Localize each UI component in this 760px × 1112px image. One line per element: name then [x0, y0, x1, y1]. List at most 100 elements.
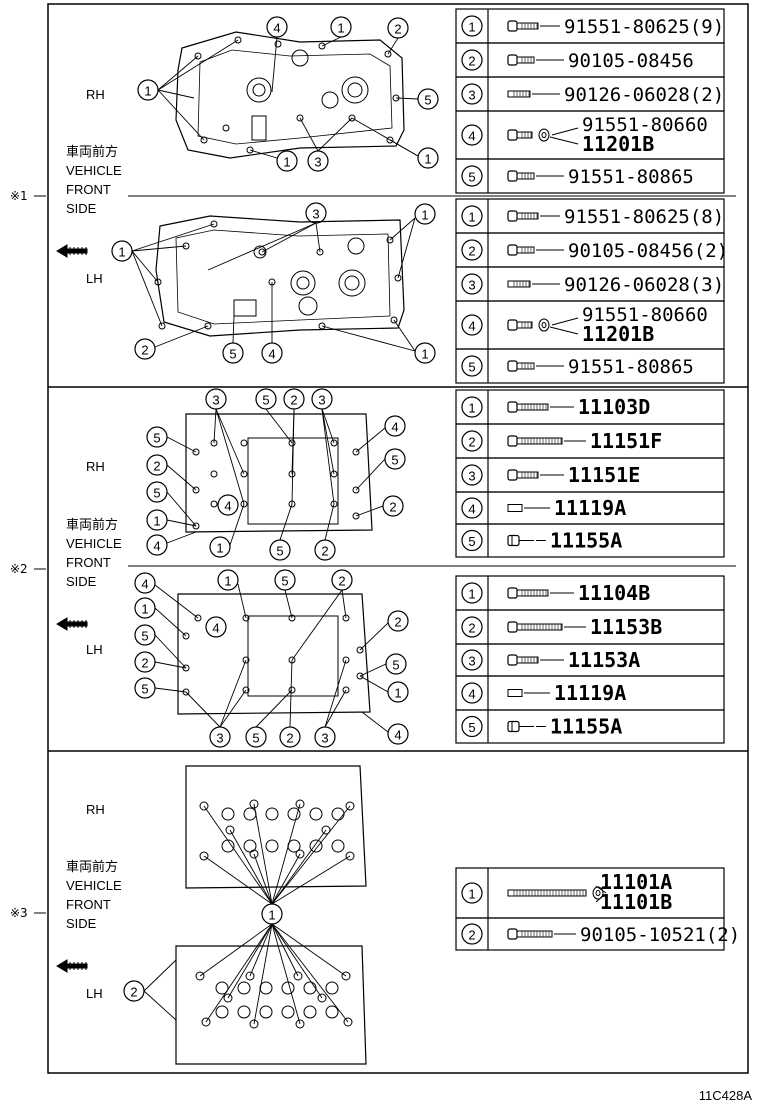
leader-line: [271, 923, 347, 977]
callout-ring: [205, 616, 227, 638]
leader-line: [166, 436, 197, 453]
callout-ring: [384, 415, 406, 437]
bolt-hole: [348, 114, 356, 122]
bolt-icon: [507, 469, 539, 481]
row-callout: 1: [461, 582, 483, 604]
bolt-hole: [192, 522, 200, 530]
callout-number: 1: [118, 245, 125, 260]
valve-port: [237, 1005, 251, 1019]
rh-callout-3: 3: [307, 150, 329, 172]
lh2-callout-5: 5: [245, 726, 267, 748]
bolt-shank: [516, 623, 563, 631]
rh2-callout-1: 1: [146, 509, 168, 531]
bolt-hole: [342, 686, 350, 694]
leader-line: [315, 222, 321, 253]
callout-number: 4: [224, 499, 231, 514]
leader-line: [249, 923, 273, 977]
leader-line: [359, 622, 389, 651]
part-number: 11153B: [590, 615, 662, 639]
callout-number: 1: [283, 155, 290, 170]
callout-number: 2: [394, 22, 401, 37]
lh2-callout-1: 1: [217, 569, 239, 591]
collar-body: [507, 534, 520, 547]
row-callout: 4: [461, 314, 483, 336]
leader-line: [203, 855, 273, 905]
row-callout: 5: [461, 715, 483, 738]
leader-line: [157, 39, 239, 91]
valve-port: [303, 981, 317, 995]
bolt-hole: [240, 470, 248, 478]
leader-line: [131, 245, 187, 252]
valve-port: [243, 807, 257, 821]
callout-ring: [461, 273, 483, 295]
bore: [347, 82, 363, 98]
lh-callout-1: 1: [414, 203, 436, 225]
table-cell: [455, 917, 725, 951]
bolt-hole: [234, 36, 242, 44]
leader-line: [166, 464, 197, 491]
rh2-callout-2: 2: [146, 454, 168, 476]
bolt-hole: [158, 322, 166, 330]
row-callout: 3: [461, 273, 483, 295]
callout-number: 2: [468, 435, 475, 450]
callout-number: 1: [337, 21, 344, 36]
callout-number: 2: [141, 343, 148, 358]
callout-ring: [414, 203, 436, 225]
callout-number: 3: [318, 393, 325, 408]
leader-line: [397, 217, 416, 279]
leader-line: [203, 805, 273, 905]
bolt-icon: [507, 435, 563, 447]
rh-callout-1: 1: [137, 79, 159, 101]
bolt-head: [507, 360, 518, 372]
callout-number: 3: [468, 654, 475, 669]
callout-number: 5: [141, 629, 148, 644]
bolt-icon: [507, 621, 563, 633]
table-cell: [455, 348, 725, 384]
leader-line: [324, 503, 335, 541]
valve-port: [331, 839, 345, 853]
leader-line: [279, 503, 293, 541]
leader-line: [205, 923, 273, 1023]
leader-line: [255, 689, 293, 728]
leader-line: [359, 675, 389, 693]
callout-number: 5: [424, 93, 431, 108]
callout-number: 2: [468, 244, 475, 259]
row-callout: 1: [461, 15, 483, 37]
side-label-lh: LH: [86, 642, 103, 657]
callout-number: 4: [212, 621, 219, 636]
lh2-callout-2: 2: [331, 569, 353, 591]
head-bolt-hole: [295, 799, 305, 809]
callout-ring: [134, 338, 156, 360]
leader-line: [361, 711, 389, 733]
row-callout: 5: [461, 529, 483, 552]
bolt-head: [507, 654, 518, 666]
callout-number: 2: [130, 985, 137, 1000]
bolt-hole: [210, 500, 218, 508]
page-frame: [47, 3, 749, 1074]
bolt-hole: [288, 614, 296, 622]
bolt-shank: [516, 656, 539, 664]
cylinder-bank: [247, 615, 339, 697]
bolt-icon: [507, 654, 539, 666]
leader-line: [131, 223, 215, 252]
valve-port: [215, 981, 229, 995]
bolt-icon: [507, 170, 535, 182]
dowel-body: [507, 689, 523, 697]
bolt-shank: [516, 471, 539, 479]
part-number: 11153A: [568, 648, 640, 672]
table-cell: [455, 709, 725, 744]
leader-line: [271, 853, 301, 905]
head-bolt-hole: [295, 1019, 305, 1029]
leader-line: [131, 250, 159, 283]
leader-line: [393, 319, 416, 352]
